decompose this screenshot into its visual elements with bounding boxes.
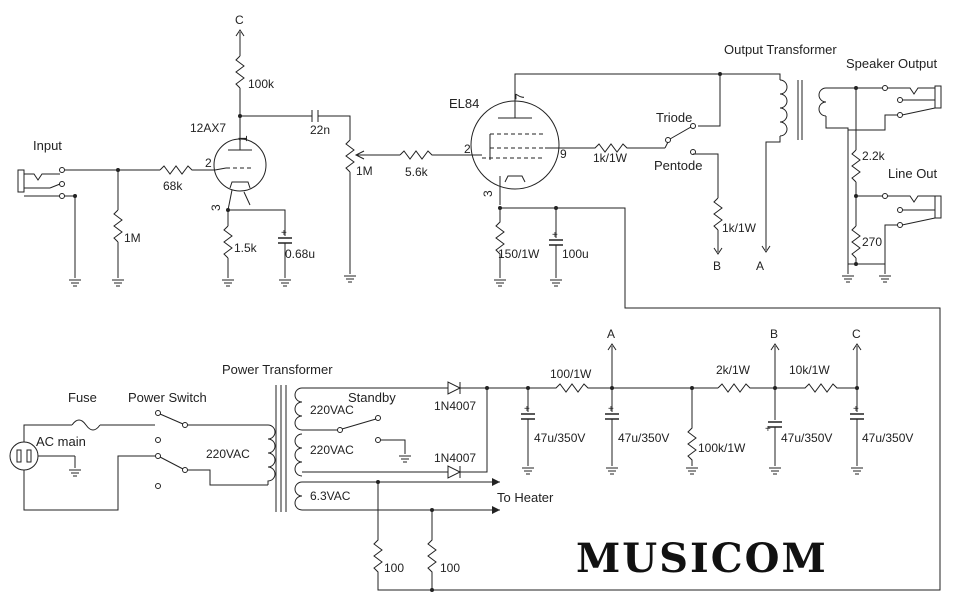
label-r10k: 10k/1W: [789, 363, 830, 377]
label-pot-1m: 1M: [356, 164, 373, 178]
label-pin2-right: 2: [464, 142, 471, 156]
diode-2-icon: [447, 465, 462, 479]
label-tube-12ax7: 12AX7: [190, 121, 226, 135]
speaker-jack-icon: [848, 85, 942, 131]
label-c22n: 22n: [310, 123, 330, 137]
diode-1-icon: [447, 381, 462, 395]
line-out-jack-icon: [858, 193, 942, 264]
label-ac-main: AC main: [36, 434, 86, 449]
svg-text:+: +: [853, 404, 859, 415]
label-power-transformer: Power Transformer: [222, 362, 333, 377]
label-c0-68u: 0.68u: [285, 247, 315, 261]
label-c100u: 100u: [562, 247, 589, 261]
label-r2k: 2k/1W: [716, 363, 751, 377]
pentode-el84-icon: [470, 100, 560, 205]
label-out-b: B: [713, 259, 721, 273]
ac-plug-icon: [9, 441, 39, 471]
label-out-a: A: [756, 259, 764, 273]
label-v220-a: 220VAC: [310, 403, 354, 417]
label-r1-5k: 1.5k: [234, 241, 258, 255]
label-c-top: C: [235, 13, 244, 27]
label-d1: 1N4007: [434, 399, 476, 413]
label-d2: 1N4007: [434, 451, 476, 465]
label-pin9: 9: [560, 147, 567, 161]
label-standby: Standby: [348, 390, 396, 405]
labels: Input C 100k 12AX7 2 1 3 68k 1M 1.5k 0.6…: [33, 13, 938, 575]
musicom-logo: MUSICOM: [576, 535, 828, 582]
output-transformer-icon: [779, 79, 827, 140]
svg-text:+: +: [524, 404, 530, 415]
power-supply-section: + + + +: [9, 343, 865, 592]
power-switch-icon: [155, 410, 188, 489]
preamp-section: +: [17, 29, 942, 591]
label-c47-4: 47u/350V: [862, 431, 913, 445]
label-tube-el84: EL84: [449, 96, 479, 111]
label-node-b: B: [770, 327, 778, 341]
label-power-switch: Power Switch: [128, 390, 207, 405]
label-c47-2: 47u/350V: [618, 431, 669, 445]
label-pin2-left: 2: [205, 156, 212, 170]
svg-text:+: +: [552, 230, 558, 241]
label-node-c: C: [852, 327, 861, 341]
label-output-transformer: Output Transformer: [724, 42, 837, 57]
label-v6-3: 6.3VAC: [310, 489, 351, 503]
label-r5-6k: 5.6k: [405, 165, 429, 179]
label-pin3-left: 3: [209, 204, 223, 211]
label-r100-b: 100: [440, 561, 460, 575]
label-pin1: 1: [236, 135, 250, 142]
label-v220-primary: 220VAC: [206, 447, 250, 461]
label-speaker-output: Speaker Output: [846, 56, 937, 71]
svg-text:+: +: [281, 228, 287, 239]
label-to-heater: To Heater: [497, 490, 554, 505]
label-triode: Triode: [656, 110, 692, 125]
label-r270: 270: [862, 235, 882, 249]
label-pin7: 7: [513, 93, 527, 100]
label-input: Input: [33, 138, 62, 153]
svg-text:+: +: [608, 404, 614, 415]
label-r68k: 68k: [163, 179, 183, 193]
label-r100k-1w: 100k/1W: [698, 441, 746, 455]
triode-12ax7-icon: [213, 138, 267, 211]
label-r100-1w: 100/1W: [550, 367, 592, 381]
label-v220-b: 220VAC: [310, 443, 354, 457]
label-r100-a: 100: [384, 561, 404, 575]
label-r1m-input: 1M: [124, 231, 141, 245]
label-line-out: Line Out: [888, 166, 938, 181]
power-transformer-icon: [267, 385, 303, 512]
label-pin3-right: 3: [481, 190, 495, 197]
label-r2-2k: 2.2k: [862, 149, 886, 163]
label-r1k-screen: 1k/1W: [593, 151, 628, 165]
label-r100k: 100k: [248, 77, 275, 91]
label-r150: 150/1W: [498, 247, 540, 261]
label-r1k-pentode: 1k/1W: [722, 221, 757, 235]
label-pentode: Pentode: [654, 158, 702, 173]
label-node-a: A: [607, 327, 615, 341]
label-c47-3: 47u/350V: [781, 431, 832, 445]
input-jack-icon: [17, 167, 65, 199]
label-fuse: Fuse: [68, 390, 97, 405]
label-c47-1: 47u/350V: [534, 431, 585, 445]
svg-text:+: +: [765, 424, 771, 435]
